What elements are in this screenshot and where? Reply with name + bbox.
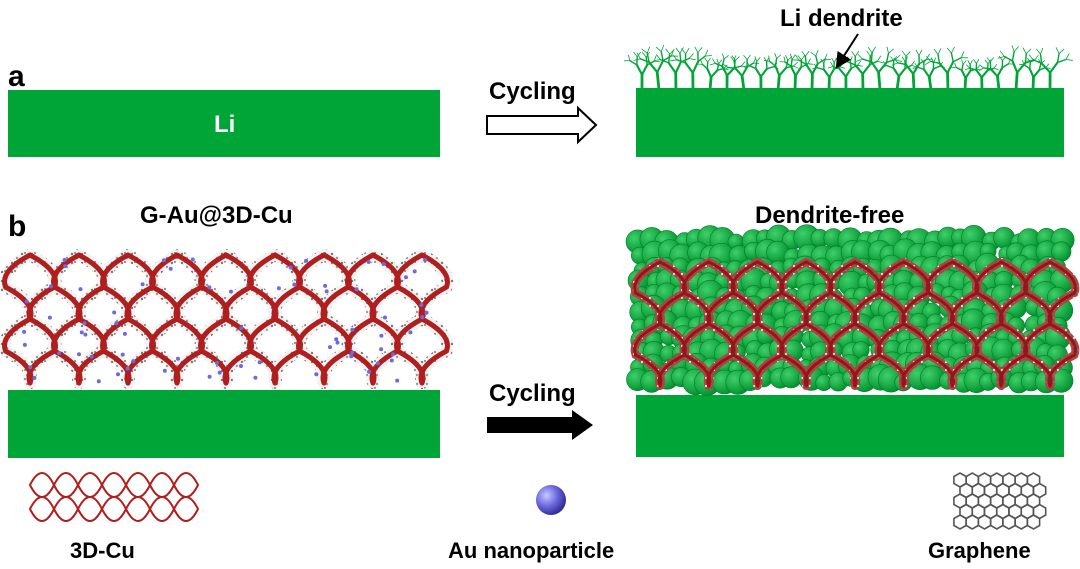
au-nanoparticle-icon xyxy=(536,485,566,515)
g-au-3d-cu-scaffold xyxy=(0,249,454,389)
panel-a-letter: a xyxy=(8,60,25,93)
li-slab-a xyxy=(8,90,440,157)
cycling-label-a: Cycling xyxy=(489,78,576,105)
dendrite-pointer xyxy=(835,33,859,69)
cycling-arrow-hollow xyxy=(486,105,598,145)
graphene-lattice-icon xyxy=(953,472,1047,530)
filled-scaffold xyxy=(630,258,1080,390)
panel-b-letter: b xyxy=(8,210,27,243)
legend-graphene-label: Graphene xyxy=(928,538,1031,563)
li-dendrite-label: Li dendrite xyxy=(780,5,903,32)
li-label: Li xyxy=(214,111,236,138)
legend-3d-cu-label: 3D-Cu xyxy=(70,538,135,563)
li-dendrites xyxy=(623,45,1073,92)
li-slab-dendrite xyxy=(636,88,1064,157)
cycling-arrow-solid xyxy=(487,410,593,440)
li-slab-b xyxy=(8,390,440,458)
g-au-3d-cu-label: G-Au@3D-Cu xyxy=(140,202,293,229)
dendrite-free-label: Dendrite-free xyxy=(755,202,905,229)
legend-au-label: Au nanoparticle xyxy=(448,538,615,563)
li-slab-b-right xyxy=(636,395,1064,457)
cu-mesh-icon xyxy=(28,471,200,523)
cycling-label-b: Cycling xyxy=(489,380,576,407)
